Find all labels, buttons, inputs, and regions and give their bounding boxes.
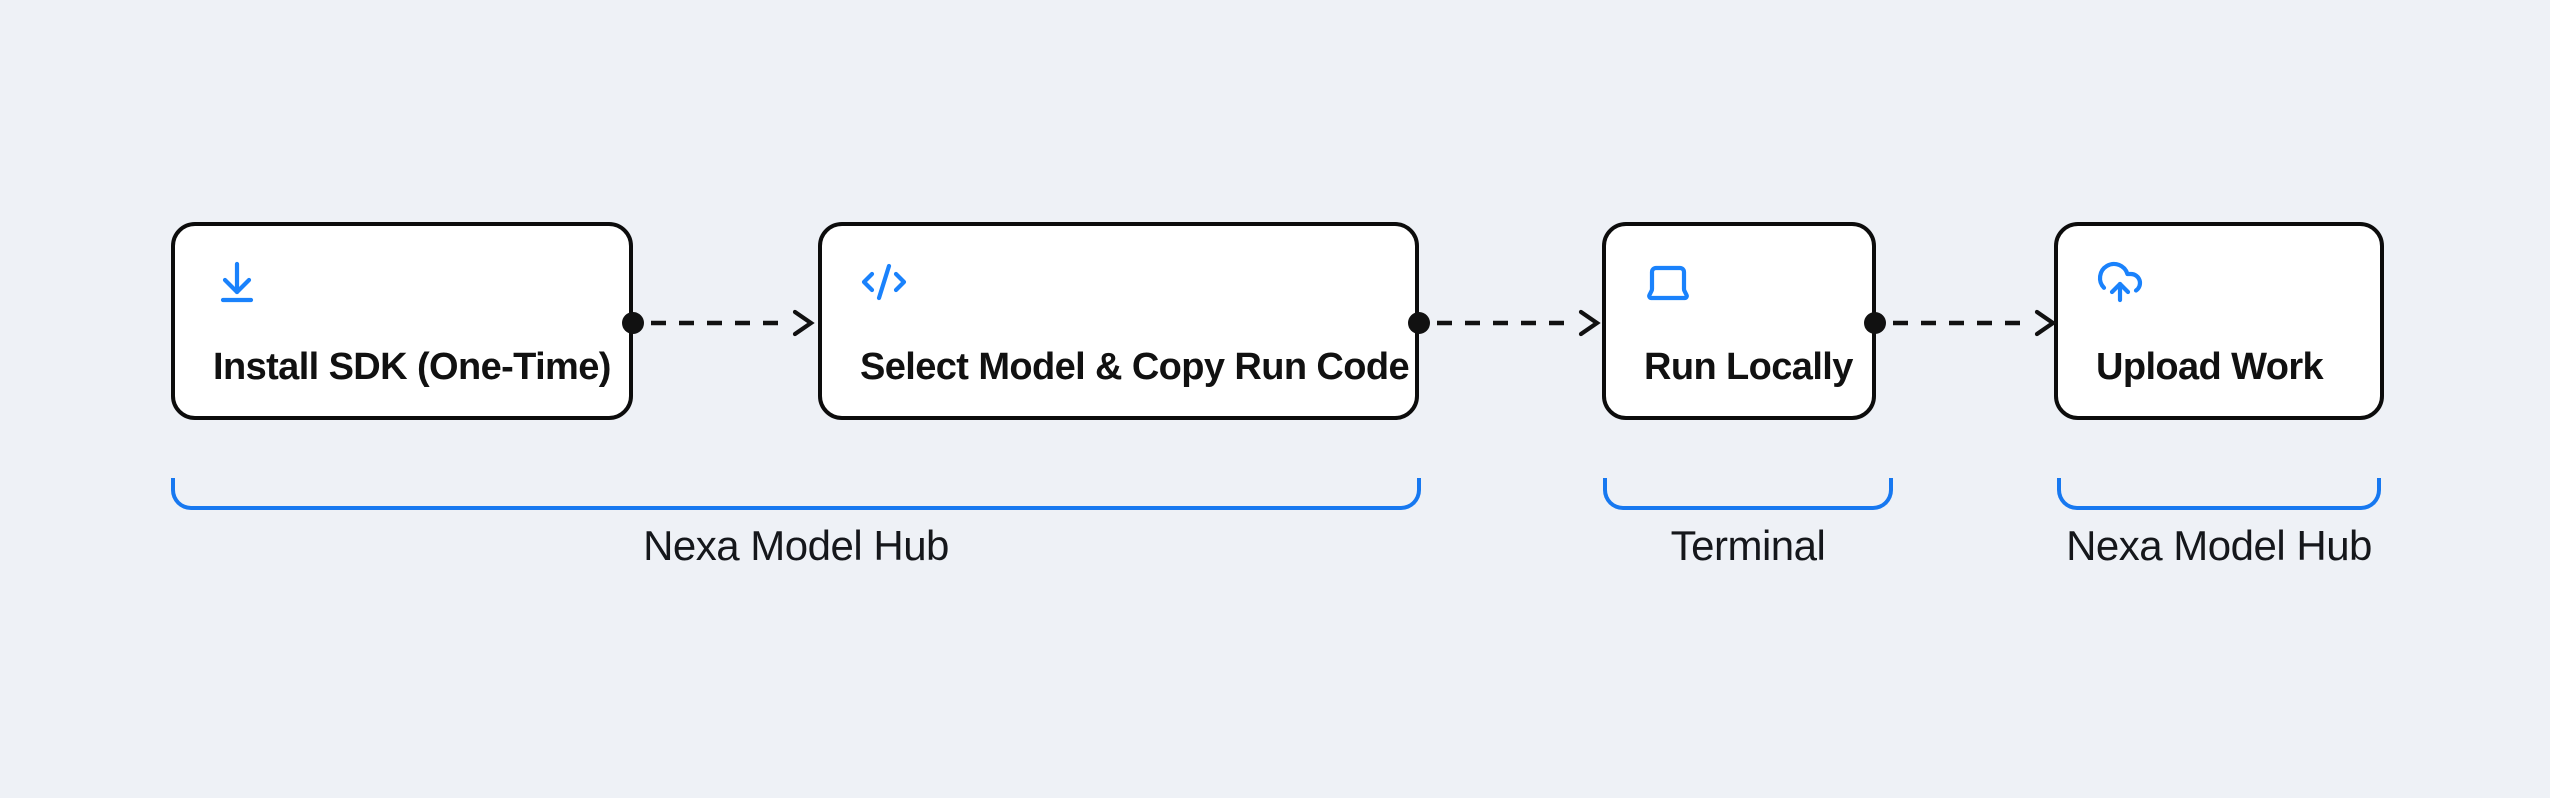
step-select-model: Select Model & Copy Run Code (818, 222, 1419, 420)
step-upload-work: Upload Work (2054, 222, 2384, 420)
group-label-nexa-model-hub-2: Nexa Model Hub (2066, 522, 2372, 569)
connector-arrow-3 (1864, 309, 2057, 337)
group-bracket-terminal (1603, 478, 1893, 510)
step-run-locally: Run Locally (1602, 222, 1876, 420)
connector-arrow-2 (1408, 309, 1601, 337)
arrowhead-icon (792, 309, 815, 337)
group-bracket-nexa-model-hub-1 (171, 478, 1421, 510)
step-label: Select Model & Copy Run Code (860, 346, 1410, 389)
code-icon (860, 258, 908, 306)
connector-arrow-1 (622, 309, 815, 337)
connector-dot (622, 312, 644, 334)
connector-dot (1408, 312, 1430, 334)
arrowhead-icon (2034, 309, 2057, 337)
step-label: Install SDK (One-Time) (213, 346, 611, 389)
download-icon (213, 258, 261, 306)
cloud-upload-icon (2096, 258, 2144, 306)
step-install-sdk: Install SDK (One-Time) (171, 222, 633, 420)
laptop-icon (1644, 258, 1692, 306)
group-bracket-nexa-model-hub-2 (2057, 478, 2381, 510)
group-label-nexa-model-hub-1: Nexa Model Hub (643, 522, 949, 569)
group-label-terminal: Terminal (1670, 522, 1826, 569)
arrowhead-icon (1578, 309, 1601, 337)
step-label: Run Locally (1644, 346, 1853, 389)
step-label: Upload Work (2096, 346, 2324, 389)
connector-dot (1864, 312, 1886, 334)
